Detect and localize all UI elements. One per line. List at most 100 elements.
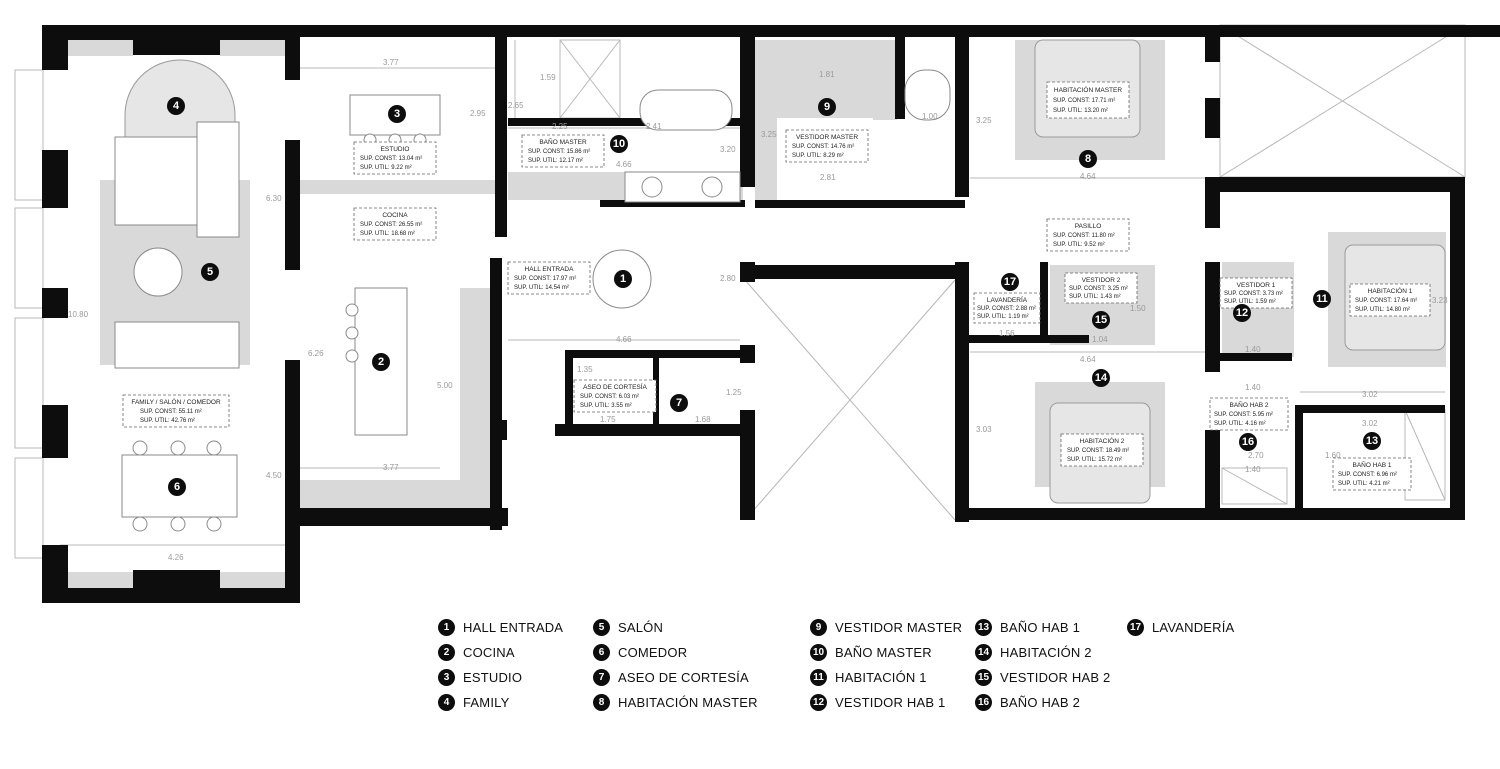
svg-text:SUP. CONST: 11.80 m²: SUP. CONST: 11.80 m² [1053,233,1115,239]
svg-text:SUP. CONST: 5.95 m²: SUP. CONST: 5.95 m² [1214,412,1273,418]
toilet [904,69,951,121]
room-badge-17: 17 [1001,273,1019,291]
dimension-label: 4.64 [1080,172,1096,181]
dimension-label: 1.50 [1130,304,1146,313]
dimension-label: 3.77 [383,58,399,67]
dimension-label: 1.60 [1325,451,1341,460]
legend-number: 14 [975,643,992,661]
svg-text:BAÑO HAB 1: BAÑO HAB 1 [1352,460,1391,469]
room-box-vestidor-master: VESTIDOR MASTER SUP. CONST: 14.76 m² SUP… [785,129,869,163]
legend-item-13: 13 BAÑO HAB 1 [975,618,1080,636]
svg-text:12: 12 [1236,307,1248,319]
legend-number: 3 [438,668,455,686]
dimension-label: 2.81 [820,173,836,182]
legend-number: 9 [810,618,827,636]
svg-text:SUP. UTIL: 42.76 m²: SUP. UTIL: 42.76 m² [140,418,195,424]
svg-text:14: 14 [1095,372,1108,384]
room-box-salon: FAMILY / SALÓN / COMEDOR SUP. CONST: 55.… [122,394,230,428]
svg-text:SUP. CONST: 55.11 m²: SUP. CONST: 55.11 m² [140,409,202,415]
legend-label: SALÓN [618,619,664,635]
room-badge-9: 9 [818,98,836,116]
room-box-habitacion-2: HABITACIÓN 2 SUP. CONST: 18.49 m² SUP. U… [1060,433,1144,467]
room-box-bano-hab-1: BAÑO HAB 1 SUP. CONST: 6.96 m² SUP. UTIL… [1332,457,1412,491]
dimension-label: 3.02 [1362,390,1378,399]
svg-text:SUP. UTIL: 1.43 m²: SUP. UTIL: 1.43 m² [1069,294,1121,300]
room-badge-13: 13 [1363,432,1381,450]
room-badge-2: 2 [372,353,390,371]
svg-text:VESTIDOR MASTER: VESTIDOR MASTER [796,134,858,141]
svg-text:HABITACIÓN MASTER: HABITACIÓN MASTER [1054,85,1122,94]
svg-text:4: 4 [173,100,180,112]
legend-number: 15 [975,668,992,686]
dimension-label: 1.68 [695,415,711,424]
legend-number: 1 [438,618,455,636]
dimension-label: 2.95 [470,109,486,118]
legend-number: 4 [438,693,455,711]
svg-text:SUP. CONST: 15.86 m²: SUP. CONST: 15.86 m² [528,149,590,155]
svg-text:SUP. UTIL: 9.22 m²: SUP. UTIL: 9.22 m² [360,165,412,171]
dimension-label: 6.30 [266,194,282,203]
room-box-bano-master: BAÑO MASTER SUP. CONST: 15.86 m² SUP. UT… [521,134,605,168]
room-badge-8: 8 [1079,150,1097,168]
dimension-label: 3.25 [761,130,777,139]
sofa-lower [114,321,240,369]
dimension-label: 1.59 [540,73,556,82]
svg-text:FAMILY / SALÓN / COMEDOR: FAMILY / SALÓN / COMEDOR [131,397,221,406]
legend-number: 10 [810,643,827,661]
floor-plan: 3.77 2.95 6.30 10.80 6.26 5.00 4.50 3.77… [14,24,1500,603]
dimension-label: 4.64 [1080,355,1096,364]
legend-label: ESTUDIO [463,669,523,685]
dimension-label: 3.77 [383,463,399,472]
legend-label: BAÑO MASTER [835,644,932,660]
svg-text:16: 16 [1242,436,1254,448]
dimension-label: 2.65 [508,101,524,110]
sofa [114,136,198,226]
dimension-label: 2.80 [720,274,736,283]
legend-label: ASEO DE CORTESÍA [618,669,749,685]
svg-text:SUP. UTIL: 18.68 m²: SUP. UTIL: 18.68 m² [360,231,415,237]
legend-label: BAÑO HAB 2 [1000,694,1081,710]
legend-label: COMEDOR [618,644,688,660]
svg-text:15: 15 [1095,314,1107,326]
svg-text:1: 1 [620,273,626,285]
dimension-label: 1.75 [600,415,616,424]
room-box-habitacion-1: HABITACIÓN 1 SUP. CONST: 17.64 m² SUP. U… [1349,283,1431,317]
room-box-aseo: ASEO DE CORTESÍA SUP. CONST: 6.03 m² SUP… [573,379,657,413]
room-box-vestidor-1: VESTIDOR 1 SUP. CONST: 3.73 m² SUP. UTIL… [1219,277,1293,309]
svg-text:HABITACIÓN 2: HABITACIÓN 2 [1080,436,1125,445]
svg-text:SUP. CONST: 14.76 m²: SUP. CONST: 14.76 m² [792,144,854,150]
legend-label: BAÑO HAB 1 [1000,619,1081,635]
room-badge-16: 16 [1239,433,1257,451]
dimension-label: 2.41 [646,122,662,131]
room-box-estudio: ESTUDIO SUP. CONST: 13.04 m² SUP. UTIL: … [353,141,437,175]
room-info-boxes: ESTUDIO SUP. CONST: 13.04 m² SUP. UTIL: … [122,81,1431,491]
legend-number: 8 [593,693,610,711]
legend-number: 13 [975,618,992,636]
dimension-label: 1.00 [922,112,938,121]
svg-text:SUP. UTIL: 3.55 m²: SUP. UTIL: 3.55 m² [580,403,632,409]
room-number-badges: 1 2 3 4 5 6 7 8 9 10 11 12 13 14 15 16 1… [167,97,1381,496]
dimension-label: 4.66 [616,335,632,344]
room-box-hall-entrada: HALL ENTRADA SUP. CONST: 17.97 m² SUP. U… [507,261,591,295]
svg-text:COCINA: COCINA [382,212,408,219]
dimension-label: 4.26 [168,553,184,562]
svg-text:SUP. CONST: 26.55 m²: SUP. CONST: 26.55 m² [360,222,422,228]
svg-text:SUP. CONST: 6.03 m²: SUP. CONST: 6.03 m² [580,394,639,400]
svg-text:SUP. CONST: 17.71 m²: SUP. CONST: 17.71 m² [1053,98,1115,104]
room-box-vestidor-2: VESTIDOR 2 SUP. CONST: 3.25 m² SUP. UTIL… [1064,272,1138,304]
dimension-label: 2.70 [1248,451,1264,460]
legend-number: 7 [593,668,610,686]
svg-text:SUP. CONST: 3.25 m²: SUP. CONST: 3.25 m² [1069,286,1128,292]
svg-text:3: 3 [394,108,400,120]
svg-text:SUP. UTIL: 9.52 m²: SUP. UTIL: 9.52 m² [1053,242,1105,248]
dimension-label: 1.56 [999,329,1015,338]
svg-text:SUP. CONST: 3.73 m²: SUP. CONST: 3.73 m² [1224,291,1283,297]
coffee-table [133,247,183,297]
legend-item-7: 7 ASEO DE CORTESÍA [593,668,749,686]
